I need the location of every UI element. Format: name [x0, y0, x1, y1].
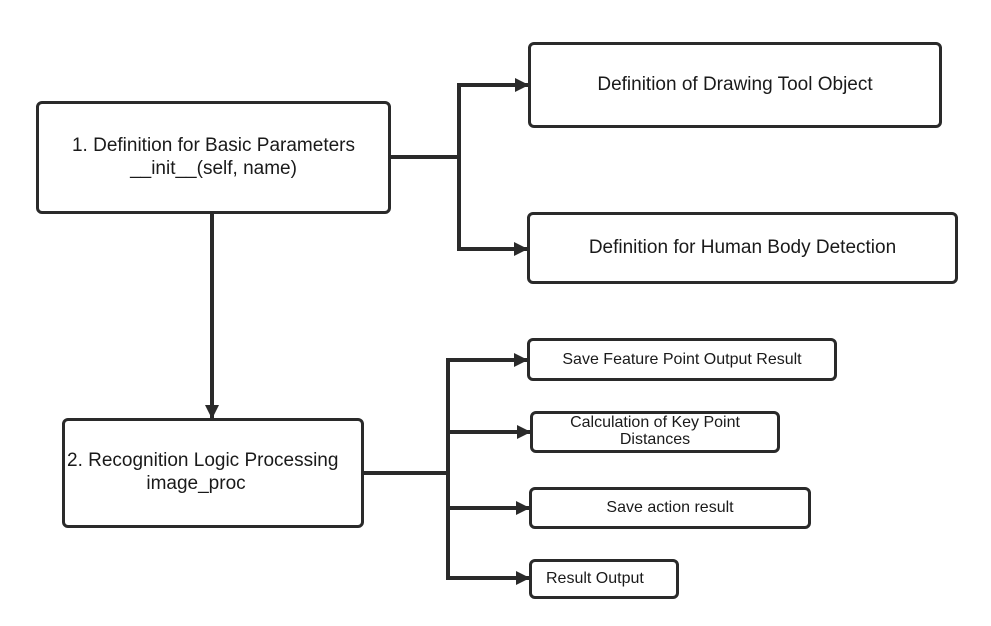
save-feature-box: Save Feature Point Output Result — [527, 338, 837, 381]
save-feature-label: Save Feature Point Output Result — [562, 350, 802, 368]
key-point-label-line2: Distances — [619, 431, 691, 448]
result-output-label: Result Output — [546, 570, 644, 588]
basic-params-method: __init__(self, name) — [130, 157, 297, 179]
recognition-title: 2. Recognition Logic Processing — [67, 450, 339, 472]
basic-params-title: 1. Definition for Basic Parameters — [71, 134, 355, 156]
result-output-box: Result Output — [529, 559, 679, 599]
drawing-tool-label: Definition of Drawing Tool Object — [597, 73, 873, 95]
basic-params-box: 1. Definition for Basic Parameters __ini… — [36, 101, 391, 214]
human-body-box: Definition for Human Body Detection — [527, 212, 958, 284]
human-body-label: Definition for Human Body Detection — [588, 236, 897, 258]
drawing-tool-box: Definition of Drawing Tool Object — [528, 42, 942, 128]
recognition-box: 2. Recognition Logic Processing image_pr… — [62, 418, 364, 528]
save-action-box: Save action result — [529, 487, 811, 529]
key-point-label-line1: Calculation of Key Point — [570, 414, 740, 432]
save-action-label: Save action result — [606, 499, 734, 517]
key-point-box: Calculation of Key Point Distances — [530, 411, 780, 453]
recognition-method: image_proc — [146, 473, 246, 494]
